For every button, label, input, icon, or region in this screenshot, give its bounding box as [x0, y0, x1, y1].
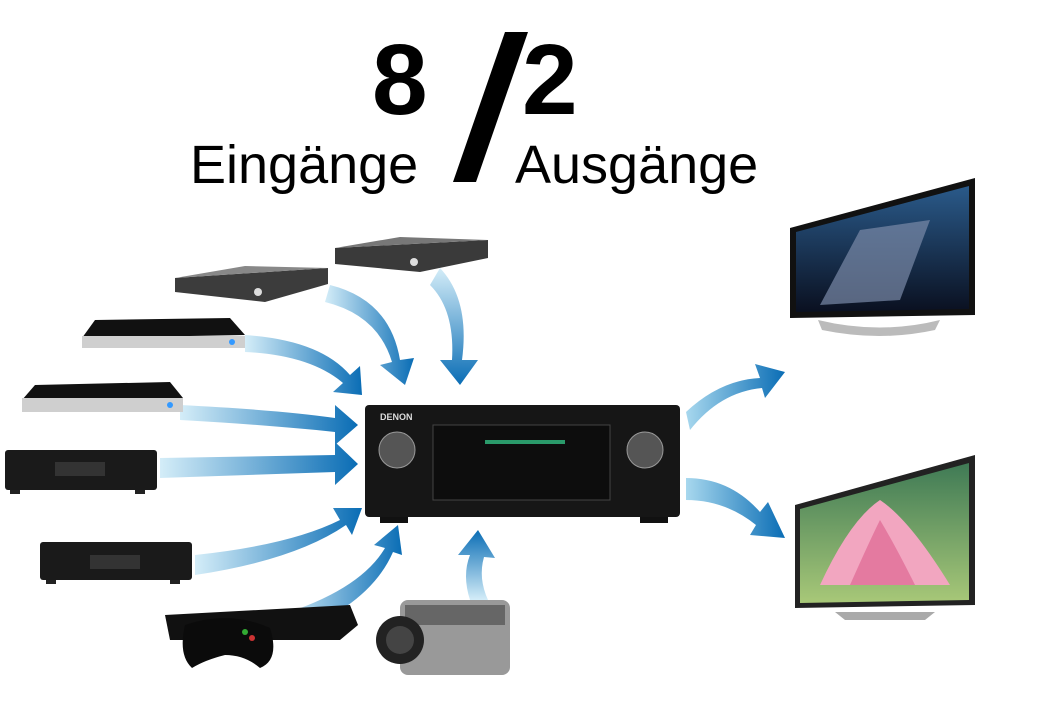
source-device-bluray-2 [22, 382, 183, 412]
arrow-1 [430, 268, 478, 385]
source-device-game-console [165, 605, 358, 668]
tv-1 [790, 178, 975, 336]
source-device-camcorder [376, 600, 510, 675]
outputs-label: Ausgänge [515, 135, 759, 195]
arrow-5 [160, 442, 358, 485]
inputs-label: Eingänge [190, 135, 419, 195]
outputs-count: 2 [522, 24, 578, 136]
arrow-6 [195, 508, 362, 575]
arrow-8 [458, 530, 495, 600]
output-arrow-2 [686, 478, 785, 538]
source-device-bluray-1 [82, 318, 245, 348]
output-arrow-1 [686, 364, 785, 430]
arrow-3 [245, 335, 362, 395]
source-device-settop-2 [175, 266, 328, 302]
tv-2 [795, 455, 975, 620]
arrow-4 [180, 405, 358, 445]
source-device-dvd-player [40, 542, 192, 584]
output-arrows [686, 364, 785, 538]
arrow-2 [325, 285, 414, 385]
source-device-cd-player [5, 450, 157, 494]
av-receiver: DENON [365, 405, 680, 523]
receiver-brand-logo: DENON [380, 412, 413, 422]
inputs-count: 8 [372, 24, 428, 136]
source-device-settop-1 [335, 237, 488, 272]
title-slash [453, 32, 528, 182]
